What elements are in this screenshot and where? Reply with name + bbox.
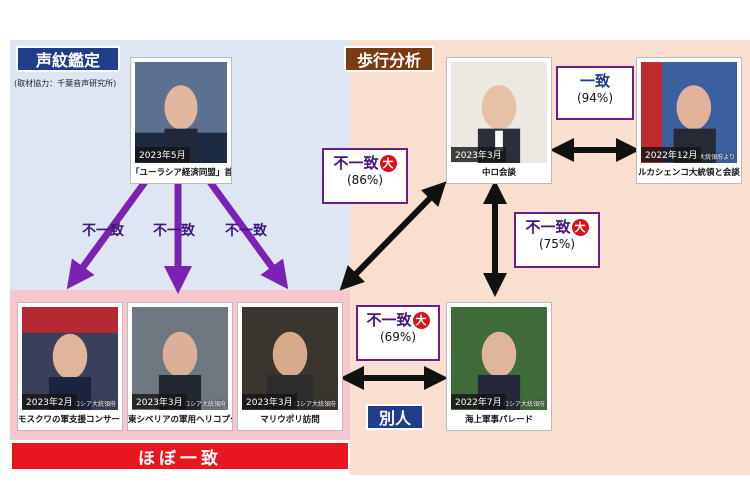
card-china-talks: 2023年3月 中ロ会談 <box>446 57 552 184</box>
gait-header: 歩行分析 <box>344 46 434 72</box>
photo-lukashenko <box>641 62 737 163</box>
date-china: 2023年3月 <box>451 147 506 162</box>
card-mariupol-visit: ロシア大統領府 2023年3月 マリウポリ訪問 <box>237 302 343 431</box>
card-naval-parade: ロシア大統領府 2022年7月 海上軍事パレード <box>446 302 552 431</box>
caption-naval: 海上軍事パレード <box>464 415 533 425</box>
caption-lukashenko: ルカシェンコ大統領と会談 <box>638 168 740 178</box>
watermark-siberia: ロシア大統領府 <box>183 401 226 408</box>
date-moscow: 2023年2月 <box>22 394 77 409</box>
date-eurasia: 2023年5月 <box>135 147 190 162</box>
watermark-naval: ロシア大統領府 <box>502 401 545 408</box>
caption-mariupol: マリウポリ訪問 <box>260 415 320 425</box>
caption-china: 中ロ会談 <box>481 168 516 178</box>
photo-mariupol <box>242 307 338 410</box>
date-lukashenko: 2022年12月 <box>641 147 702 162</box>
label-mismatch-86: 不一致大 (86%) <box>322 148 408 204</box>
black-arrow-china-mariupol <box>339 181 447 291</box>
card-siberia-factory: ロシア大統領府 2023年3月 東シベリアの軍用ヘリコプター工場視察 <box>127 302 233 431</box>
label-mismatch-75: 不一致大 (75%) <box>514 212 600 268</box>
voiceprint-header: 声紋鑑定 <box>16 46 120 72</box>
photo-moscow <box>22 307 118 410</box>
label-mismatch-right: 不一致 <box>225 223 267 239</box>
watermark-lukashenko: ベラルーシ大統領府より <box>669 154 735 161</box>
purple-arrow-left <box>66 179 148 290</box>
caption-siberia: 東シベリアの軍用ヘリコプター工場視察 <box>128 415 232 425</box>
label-mismatch-middle: 不一致 <box>153 223 195 239</box>
photo-china <box>451 62 547 163</box>
photo-naval <box>451 307 547 410</box>
label-match-94: 一致 (94%) <box>556 66 634 120</box>
watermark-moscow: ロシア大統領府 <box>73 401 116 408</box>
label-mismatch-left: 不一致 <box>82 223 124 239</box>
card-eurasia-summit: 2023年5月 「ユーラシア経済同盟」首脳会議 <box>130 57 232 184</box>
card-lukashenko: ベラルーシ大統領府より 2022年12月 ルカシェンコ大統領と会談 <box>636 57 742 184</box>
almost-match-bar: ほぼ一致 <box>12 443 348 469</box>
credit-note: (取材協力：千葉音声研究所) <box>14 79 117 88</box>
watermark-mariupol: ロシア大統領府 <box>293 401 336 408</box>
card-moscow-concert: ロシア大統領府 2023年2月 モスクワの軍支援コンサート <box>17 302 123 431</box>
caption-eurasia: 「ユーラシア経済同盟」首脳会議 <box>131 168 231 178</box>
label-mismatch-69: 不一致大 (69%) <box>356 305 440 361</box>
different-person-badge: 別人 <box>366 404 424 430</box>
purple-arrow-right <box>207 179 289 290</box>
caption-moscow: モスクワの軍支援コンサート <box>18 415 122 425</box>
date-mariupol: 2023年3月 <box>242 394 297 409</box>
date-naval: 2022年7月 <box>451 394 506 409</box>
photo-siberia <box>132 307 228 410</box>
date-siberia: 2023年3月 <box>132 394 187 409</box>
